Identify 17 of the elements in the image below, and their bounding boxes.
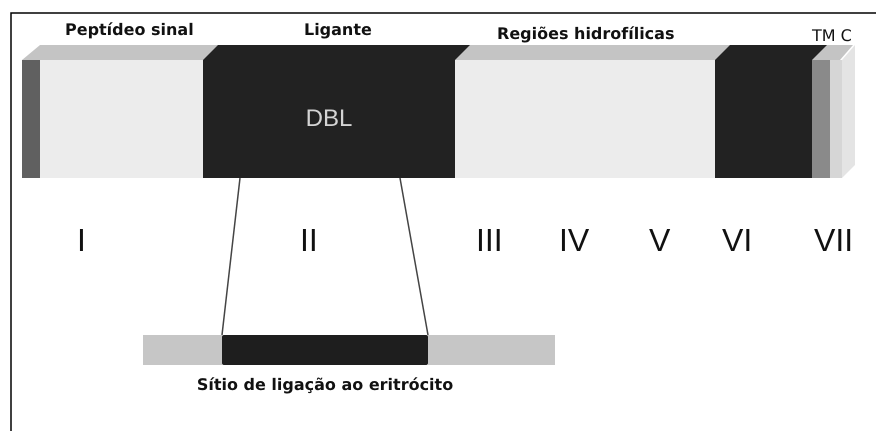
domain-numeral: I [77, 222, 86, 259]
region-label: Ligante [304, 20, 372, 39]
site-label: Sítio de ligação ao eritrócito [196, 374, 454, 396]
region-label: Peptídeo sinal [65, 20, 194, 39]
domain-numeral: II [300, 222, 318, 259]
region-label: TM C [812, 26, 852, 45]
domain-label: DBL [306, 105, 352, 133]
domain-block [203, 60, 455, 178]
leader-line [221, 178, 241, 336]
domain-numeral: VI [722, 222, 752, 259]
domain-numeral: IV [559, 222, 590, 259]
leader-line [399, 178, 429, 336]
domain-numeral: V [649, 222, 670, 259]
domain-numeral: III [476, 222, 503, 259]
binding-site-segment [222, 335, 428, 365]
region-label: Regiões hidrofílicas [497, 24, 674, 43]
domain-numeral: VII [814, 222, 854, 259]
